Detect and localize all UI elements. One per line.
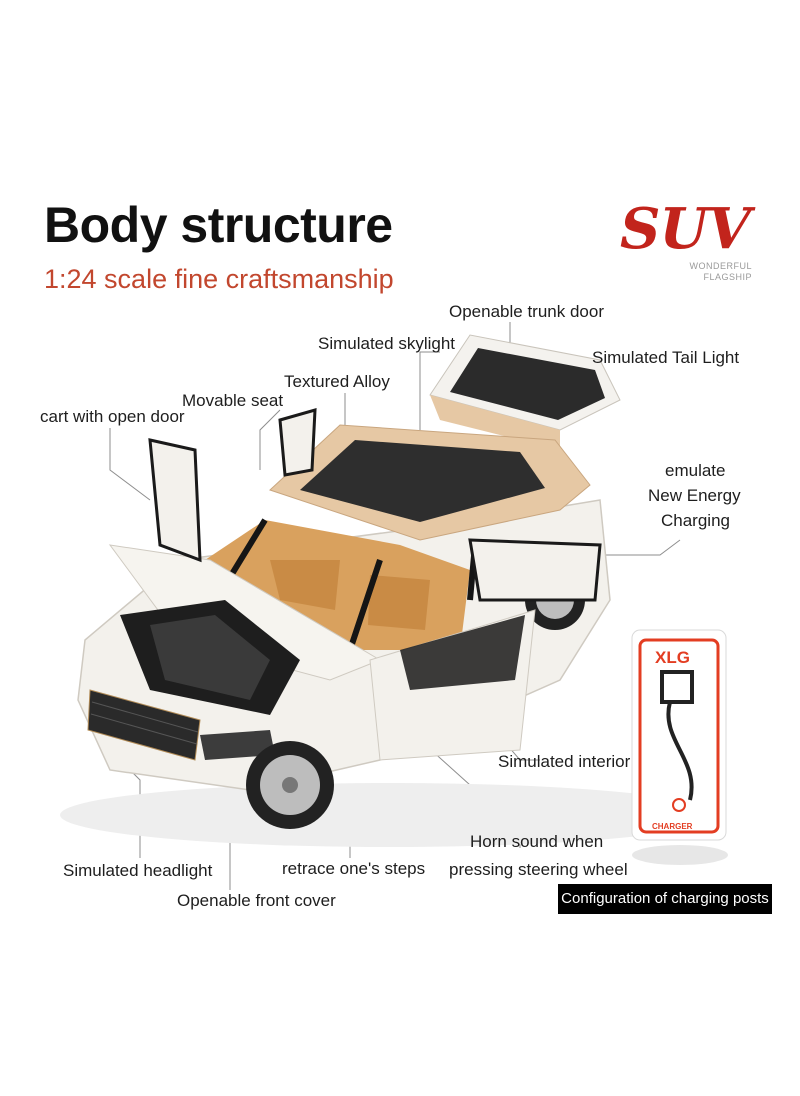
callout-charging: Charging (661, 511, 730, 530)
callout-horn-line1: Horn sound when (470, 832, 604, 851)
trunk-door (429, 334, 621, 450)
charger-brand: XLG (655, 648, 690, 667)
charger-label: CHARGER (652, 822, 693, 831)
callout-interior: Simulated interior (498, 752, 631, 771)
callout-emulate: emulate (665, 461, 726, 480)
page-subtitle: 1:24 scale fine craftsmanship (44, 264, 394, 294)
car-body (77, 424, 611, 829)
callout-horn-line2: pressing steering wheel (449, 860, 628, 879)
charging-post (631, 629, 728, 865)
callout-skylight: Simulated skylight (318, 334, 456, 353)
brand-tagline: WONDERFUL FLAGSHIP (684, 261, 752, 283)
open-doors (148, 407, 602, 761)
callout-seat: Movable seat (182, 391, 284, 410)
ground-shadow (60, 783, 720, 847)
callout-open-door: cart with open door (40, 407, 185, 426)
callout-tail-light: Simulated Tail Light (592, 348, 740, 367)
charging-post-badge: Configuration of charging posts (558, 884, 772, 914)
callout-front-cover: Openable front cover (177, 891, 336, 910)
callout-headlight: Simulated headlight (63, 861, 213, 880)
callout-new-energy: New Energy (648, 486, 741, 505)
brand-logo: SUV (620, 196, 751, 262)
callout-trunk-door: Openable trunk door (449, 302, 604, 321)
brand-tagline-line1: WONDERFUL (689, 261, 752, 271)
callout-alloy: Textured Alloy (284, 372, 390, 391)
callout-retrace: retrace one's steps (282, 859, 426, 878)
brand-tagline-line2: FLAGSHIP (703, 272, 752, 282)
page-title: Body structure (44, 197, 393, 253)
